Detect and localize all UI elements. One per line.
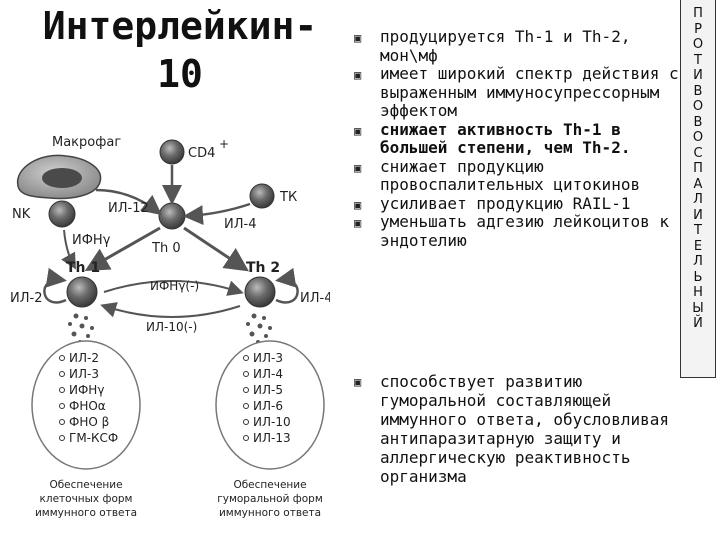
cytokine-item: ФНО β xyxy=(69,415,109,429)
sidebar-letter: В xyxy=(694,84,703,100)
property-item: ▣ имеет широкий спектр действия с выражен… xyxy=(352,65,682,121)
sidebar-letter: И xyxy=(693,68,703,84)
sidebar-letter: Л xyxy=(693,192,703,208)
cytokine-item: ИЛ-10 xyxy=(253,415,291,429)
cd4-label: CD4 xyxy=(188,146,215,161)
cytokine-item: ИЛ-6 xyxy=(253,399,283,413)
property-text: способствует развитию гуморальной состав… xyxy=(380,372,669,486)
cd4-sup: + xyxy=(219,137,229,151)
th-differentiation-diagram: Макрофаг CD4 + ТК NK Th 0 ИЛ-12 ИЛ-4 ИФН… xyxy=(0,0,330,540)
il10-inhibition-arrow xyxy=(104,306,240,317)
sidebar-letter: Й xyxy=(693,316,703,332)
property-item: ▣ снижает продукцию провоспалительных цит… xyxy=(352,158,682,195)
arrow-tk-to-th0 xyxy=(188,204,250,216)
ifn-left-label: ИФНγ xyxy=(72,233,111,248)
cytokine-item: ИЛ-3 xyxy=(69,367,99,381)
sidebar-letter: Е xyxy=(694,239,702,255)
property-item: ▣ уменьшать адгезию лейкоцитов к эндотели… xyxy=(352,213,682,250)
bullet-marker-icon: ▣ xyxy=(354,196,361,215)
cytokine-item: ФНОα xyxy=(69,399,106,413)
cytokine-item: ИЛ-4 xyxy=(253,367,283,381)
ifn-neg-label: ИФНγ(-) xyxy=(150,279,199,293)
caption-left: Обеспечение клеточных форм иммунного отв… xyxy=(35,479,137,519)
sidebar-letter: Ы xyxy=(692,301,703,317)
caption-right-line-2: гуморальной форм xyxy=(217,493,323,505)
sidebar-letter: В xyxy=(694,115,703,131)
macrophage-nucleus xyxy=(42,168,82,188)
sidebar-letter: С xyxy=(693,146,702,162)
property-item: ▣ усиливает продукцию RAIL-1 xyxy=(352,195,682,214)
property-item: ▣ продуцируется Th-1 и Th-2, мон\мф xyxy=(352,28,682,65)
sidebar-letter: Н xyxy=(693,285,703,301)
tk-label: ТК xyxy=(279,190,297,205)
sidebar-letter: О xyxy=(693,99,703,115)
th0-label: Th 0 xyxy=(151,241,181,256)
macrophage-label: Макрофаг xyxy=(52,135,121,150)
caption-right-line-1: Обеспечение xyxy=(233,479,306,491)
th2-cell xyxy=(245,277,275,307)
caption-left-line-1: Обеспечение xyxy=(49,479,122,491)
sidebar-letter: А xyxy=(694,177,703,193)
il4-top-label: ИЛ-4 xyxy=(224,217,256,232)
th2-autocrine-loop xyxy=(276,280,298,303)
property-text: усиливает продукцию RAIL-1 xyxy=(380,194,630,213)
il2-left-label: ИЛ-2 xyxy=(10,291,42,306)
cytokine-item: ИЛ-3 xyxy=(253,351,283,365)
bullet-marker-icon: ▣ xyxy=(354,66,361,85)
cytokine-item: ИЛ-13 xyxy=(253,431,291,445)
property-item: ▣ способствует развитию гуморальной соста… xyxy=(352,372,682,486)
property-text: имеет широкий спектр действия с выраженн… xyxy=(380,64,679,120)
th0-cell xyxy=(159,203,185,229)
caption-left-line-3: иммунного ответа xyxy=(35,507,137,519)
arrow-th0-to-th2 xyxy=(184,228,244,268)
tk-cell xyxy=(250,184,274,208)
cytokine-item: ИЛ-2 xyxy=(69,351,99,365)
sidebar-letter: О xyxy=(693,37,703,53)
caption-right: Обеспечение гуморальной форм иммунного о… xyxy=(217,479,323,519)
sidebar-letter: Т xyxy=(694,223,702,239)
caption-left-line-2: клеточных форм xyxy=(40,493,133,505)
bullet-marker-icon: ▣ xyxy=(354,214,361,233)
sidebar-letter: П xyxy=(693,6,703,22)
caption-right-line-3: иммунного ответа xyxy=(219,507,321,519)
il10-neg-label: ИЛ-10(-) xyxy=(146,320,197,334)
humoral-effect-list: ▣ способствует развитию гуморальной соста… xyxy=(352,372,682,486)
property-text: снижает продукцию провоспалительных цито… xyxy=(380,157,640,195)
sidebar-letter: П xyxy=(693,161,703,177)
sidebar-letter: О xyxy=(693,130,703,146)
sidebar-letter: Т xyxy=(694,53,702,69)
properties-list: ▣ продуцируется Th-1 и Th-2, мон\мф ▣ имее… xyxy=(352,28,682,250)
il12-label: ИЛ-12 xyxy=(108,201,149,216)
bullet-marker-icon: ▣ xyxy=(354,373,361,392)
th1-autocrine-loop xyxy=(44,280,66,303)
property-text: продуцируется Th-1 и Th-2, мон\мф xyxy=(380,27,630,65)
property-text: снижает активность Th-1 в большей степен… xyxy=(380,120,630,158)
th1-label: Th 1 xyxy=(66,260,100,276)
nk-cell xyxy=(49,201,75,227)
th2-label: Th 2 xyxy=(246,260,280,276)
cytokine-item: ГМ-КСФ xyxy=(69,431,118,445)
th1-secretion-dots xyxy=(68,314,94,345)
sidebar-letter: Ь xyxy=(694,270,703,286)
cytokine-item: ИЛ-5 xyxy=(253,383,283,397)
sidebar-letter: И xyxy=(693,208,703,224)
sidebar-letter: Р xyxy=(694,22,702,38)
cytokine-item: ИФНγ xyxy=(69,383,104,397)
bullet-marker-icon: ▣ xyxy=(354,122,361,141)
nk-label: NK xyxy=(12,207,31,222)
property-item: ▣ снижает активность Th-1 в большей степе… xyxy=(352,121,682,158)
il4-right-label: ИЛ-4 xyxy=(300,291,330,306)
bullet-marker-icon: ▣ xyxy=(354,29,361,48)
cd4-cell xyxy=(160,140,184,164)
sidebar-letter: Л xyxy=(693,254,703,270)
th1-cell xyxy=(67,277,97,307)
property-text: уменьшать адгезию лейкоцитов к эндотелию xyxy=(380,212,669,250)
th2-secretion-dots xyxy=(246,314,272,345)
bullet-marker-icon: ▣ xyxy=(354,159,361,178)
